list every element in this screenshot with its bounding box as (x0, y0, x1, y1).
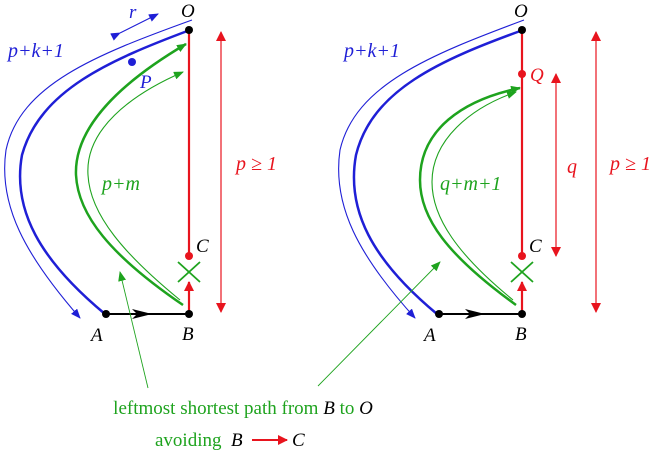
caption-pointer-left (118, 271, 149, 389)
right-label-blue: p+k+1 (342, 40, 400, 62)
left-label-B: B (182, 324, 194, 345)
caption-line-1-O: O (359, 398, 373, 419)
right-diagram: O Q C A B p+k+1 q+m+1 q p ≥ 1 (338, 1, 651, 346)
right-node-Q (518, 70, 526, 78)
caption-line-1-to: to (335, 398, 359, 419)
left-node-A (102, 310, 110, 318)
right-blue-thin-arrow (338, 19, 525, 319)
right-label-B: B (515, 324, 527, 345)
right-x-mark (510, 261, 534, 283)
left-diagram: r O P C A B p+k+1 p+m p ≥ 1 (4, 1, 277, 346)
right-node-B (518, 310, 526, 318)
left-label-r: r (129, 2, 137, 23)
caption-pointer-right (317, 261, 441, 387)
left-green-thin-arrow (87, 71, 184, 301)
caption-line-1-B: B (323, 398, 335, 419)
caption-line-2-B: B (231, 430, 243, 451)
caption: leftmost shortest path from B to O avoid… (113, 261, 441, 451)
left-green-thick-path (74, 42, 187, 307)
right-label-red: p ≥ 1 (608, 153, 651, 175)
left-blue-thick-path (18, 28, 191, 315)
right-green-thick-path (418, 85, 521, 307)
left-x-mark (177, 261, 201, 283)
left-r-arrow (110, 13, 159, 41)
left-label-O: O (181, 1, 195, 22)
right-node-C (518, 252, 526, 260)
caption-line-2-text: avoiding (155, 430, 222, 451)
right-label-q: q (567, 156, 577, 178)
left-blue-thin-arrow (4, 19, 193, 319)
right-green-thin-arrow (431, 91, 517, 301)
left-edge-AB-arrowhead (132, 309, 152, 319)
right-node-A (435, 310, 443, 318)
caption-line-2-C: C (292, 430, 305, 451)
left-label-C: C (196, 236, 209, 257)
right-node-O (518, 26, 526, 34)
right-label-Q: Q (530, 65, 544, 86)
right-label-A: A (422, 325, 436, 346)
left-node-O (185, 26, 193, 34)
left-node-P (128, 58, 136, 66)
left-node-B (185, 310, 193, 318)
right-blue-thick-path (352, 28, 524, 315)
caption-line-1-text: leftmost shortest path from (113, 398, 323, 419)
left-label-P: P (139, 72, 152, 93)
left-label-green: p+m (100, 173, 140, 195)
right-label-C: C (529, 236, 542, 257)
right-label-green: q+m+1 (440, 173, 501, 195)
left-label-red: p ≥ 1 (234, 153, 277, 175)
left-label-A: A (89, 325, 103, 346)
left-node-C (185, 252, 193, 260)
right-label-O: O (514, 1, 528, 22)
caption-line-1: leftmost shortest path from B to O (113, 398, 373, 419)
left-label-blue: p+k+1 (6, 40, 64, 62)
right-edge-AB-arrowhead (465, 309, 485, 319)
